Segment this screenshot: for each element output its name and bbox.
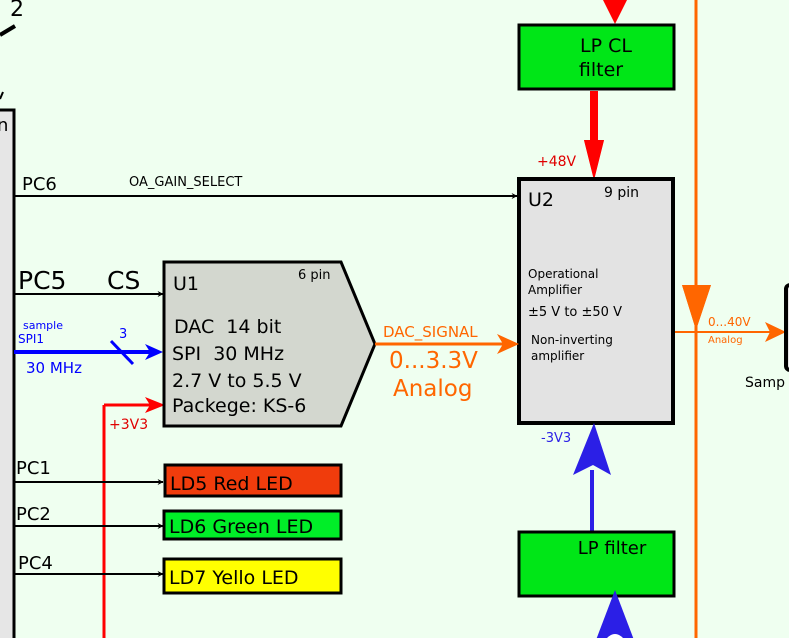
- u2-mode-line1: Non-inverting: [531, 333, 613, 347]
- u2-mode-line2: amplifier: [531, 349, 584, 363]
- led-yellow-label: LD7 Yello LED: [169, 567, 299, 589]
- u1-spec-line4: Packege: KS-6: [172, 395, 306, 417]
- u2-output-arrow: [765, 322, 786, 342]
- u2-desc-line2: Amplifier: [528, 283, 582, 297]
- wire-fragment: [0, 91, 4, 100]
- u1-spec-line3: 2.7 V to 5.5 V: [172, 370, 302, 392]
- lp-cl-filter-block: [517, 23, 676, 91]
- pin-pc6-label: PC6: [22, 174, 57, 195]
- cs-net-label: CS: [107, 266, 140, 295]
- arrow-notch: [607, 634, 623, 638]
- sampler-partial-label: Samp: [745, 375, 785, 391]
- bus-width-label: 2: [10, 0, 24, 22]
- oa-gain-select-net-label: OA_GAIN_SELECT: [129, 175, 242, 190]
- plus-3v3-label: +3V3: [109, 417, 148, 433]
- pin-pc5-label: PC5: [18, 266, 66, 295]
- plus-48v-label: +48V: [537, 154, 577, 170]
- led-green-label: LD6 Green LED: [169, 516, 313, 538]
- led-red-block: [163, 463, 343, 498]
- u2-pin-count: 9 pin: [604, 185, 639, 201]
- u2-output-type: Analog: [708, 335, 743, 346]
- minus-3v3-label: -3V3: [541, 431, 571, 446]
- u1-spec-line2: SPI 30 MHz: [172, 343, 284, 365]
- power-arrow-lp-filter: [596, 590, 634, 638]
- spi-bus-slash-mark: [109, 339, 135, 366]
- pin-pc4-label: PC4: [18, 553, 53, 574]
- u1-spec-line1: DAC 14 bit: [174, 316, 281, 338]
- u2-ref: U2: [528, 189, 554, 211]
- sampler-block: [784, 283, 789, 372]
- bus-slash-mark: [0, 24, 17, 37]
- lp-filter-label: LP filter: [578, 538, 647, 559]
- dac-signal-range: 0...3.3V: [389, 348, 478, 374]
- power-arrow-top: [603, 0, 627, 24]
- u2-desc-line1: Operational: [528, 267, 598, 281]
- spi-width-label: 3: [119, 327, 127, 342]
- mcu-block: [0, 108, 16, 638]
- u1-dac-block: [162, 260, 377, 428]
- lp-cl-filter-label-line1: LP CL: [580, 35, 632, 57]
- spi-sample-label: sample: [23, 319, 63, 332]
- dac-signal-arrow: [497, 334, 519, 354]
- power-arrow-3v3: [145, 397, 165, 413]
- u1-pin-count: 6 pin: [298, 268, 331, 283]
- led-green-block: [162, 509, 343, 541]
- pin-pc2-label: PC2: [16, 504, 51, 525]
- mcu-partial-label: n: [0, 115, 8, 136]
- lp-filter-block: [517, 530, 676, 598]
- u2-opamp-block: [517, 177, 675, 425]
- spi-arrow: [145, 344, 163, 360]
- analog-bus-junction-arrow-head: [682, 285, 711, 330]
- power-arrow-48v-head: [584, 140, 604, 180]
- power-arrow-minus-3v3: [573, 423, 611, 475]
- led-yellow-block: [162, 557, 343, 595]
- pin-pc1-label: PC1: [16, 458, 51, 479]
- u2-supply-range: ±5 V to ±50 V: [528, 305, 622, 320]
- u2-output-range: 0...40V: [708, 315, 751, 329]
- spi-bus-label: SPI1: [18, 332, 44, 346]
- dac-signal-net-label: DAC_SIGNAL: [383, 323, 478, 342]
- u1-ref: U1: [173, 273, 199, 295]
- lp-cl-filter-label-line2: filter: [579, 59, 623, 81]
- spi-speed-label: 30 MHz: [26, 359, 82, 377]
- led-red-label: LD5 Red LED: [170, 473, 293, 495]
- dac-signal-type: Analog: [393, 376, 472, 402]
